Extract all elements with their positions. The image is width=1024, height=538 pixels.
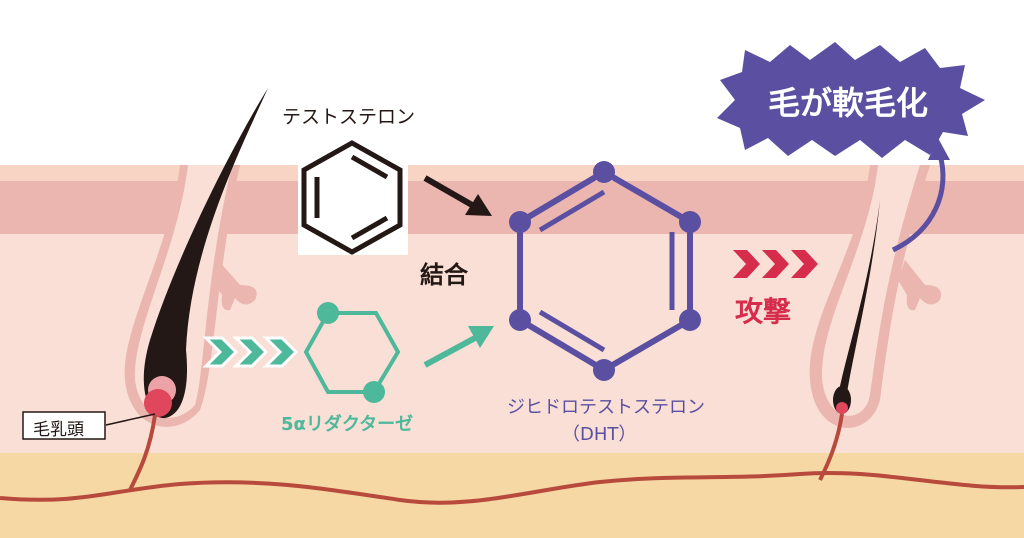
red-chevrons [733, 250, 818, 278]
dht-abbr-label: （DHT） [562, 424, 637, 445]
vellus-hair-shaft [838, 200, 880, 398]
bind-label: 結合 [420, 261, 468, 289]
teal-chevrons [202, 336, 299, 368]
sebaceous-gland-left [212, 260, 257, 311]
blood-vessel [0, 470, 1024, 505]
result-burst [717, 42, 985, 158]
attack-label: 攻撃 [735, 295, 792, 328]
dht-label: ジヒドロテストステロン [507, 397, 705, 418]
result-label: 毛が軟毛化 [768, 84, 929, 122]
testosterone-label: テストステロン [282, 106, 416, 128]
enzyme-label: 5αリダクターゼ [281, 414, 414, 435]
arrow-to-result [891, 138, 950, 253]
arrow-enzyme-to-dht [423, 326, 494, 368]
sebaceous-gland-right [898, 260, 941, 311]
testosterone-benzene-icon [301, 140, 403, 255]
papilla-leader-line [105, 413, 156, 426]
dermal-papilla [144, 389, 172, 417]
papilla-label: 毛乳頭 [33, 420, 84, 440]
skin-surface [0, 165, 1024, 181]
enzyme-hexagon-icon [303, 302, 401, 403]
papilla-label-box [22, 411, 106, 440]
arrow-testosterone-to-dht [423, 175, 492, 216]
hair-shaft-left [143, 88, 268, 419]
